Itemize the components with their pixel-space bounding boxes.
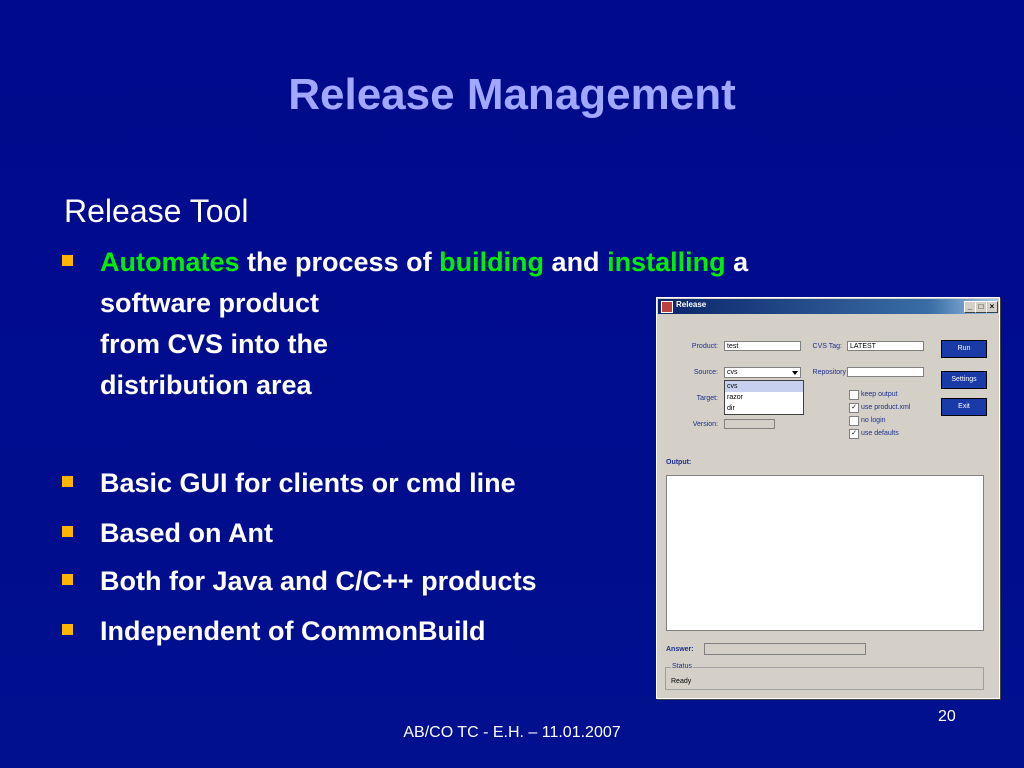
status-label: Status [671, 663, 693, 670]
bullet-mark [62, 255, 73, 266]
status-group: Status Ready [665, 663, 984, 690]
product-field[interactable]: test [724, 341, 801, 351]
repository-label: Repository [812, 369, 846, 376]
highlight-building: building [439, 247, 545, 277]
product-label: Product: [691, 343, 718, 350]
status-value: Ready [671, 678, 692, 685]
source-dropdown[interactable]: cvs razor dir [724, 380, 804, 415]
text-segment: and [544, 247, 608, 277]
footer: AB/CO TC - E.H. – 11.01.2007 [403, 724, 621, 741]
version-field[interactable] [724, 419, 775, 429]
highlight-automates: Automates [100, 247, 240, 277]
bullet-line-2: software product [100, 288, 320, 318]
keep-output-label: keep output [861, 391, 898, 398]
bullet-mark [62, 526, 73, 537]
version-label: Version: [692, 421, 718, 428]
target-label: Target: [696, 395, 718, 402]
bullet-text: Basic GUI for clients or cmd line [100, 468, 516, 498]
output-label: Output: [666, 459, 692, 466]
keep-output-checkbox[interactable] [849, 390, 859, 400]
bullet-mark [62, 624, 73, 635]
exit-button[interactable]: Exit [941, 398, 987, 416]
settings-button[interactable]: Settings [941, 371, 987, 389]
slide-title: Release Management [288, 70, 736, 119]
output-area[interactable] [666, 475, 984, 631]
cvs-tag-label: CVS Tag: [812, 343, 842, 350]
bullet-mark [62, 574, 73, 585]
source-select[interactable]: cvs [724, 367, 801, 378]
no-login-label: no login [861, 417, 886, 424]
source-label: Source: [693, 369, 718, 376]
app-icon [661, 301, 673, 313]
use-defaults-checkbox[interactable]: ✓ [849, 429, 859, 439]
source-option-dir[interactable]: dir [727, 405, 735, 412]
text-segment: the process of [239, 247, 440, 277]
highlight-installing: installing [607, 247, 726, 277]
bullet-text: Independent of CommonBuild [100, 616, 486, 646]
use-product-xml-checkbox[interactable]: ✓ [849, 403, 859, 413]
subheading: Release Tool [64, 193, 249, 229]
answer-label: Answer: [666, 646, 694, 653]
bullet-line-4: distribution area [100, 370, 312, 400]
run-button[interactable]: Run [941, 340, 987, 358]
text-segment: a [725, 247, 749, 277]
bullet-line-1: Automates the process of building and in… [100, 242, 748, 283]
no-login-checkbox[interactable] [849, 416, 859, 426]
use-defaults-label: use defaults [861, 430, 899, 437]
dialog-title: Release [676, 300, 707, 309]
dialog-titlebar[interactable]: Release _ □ × [658, 299, 998, 314]
bullet-text: Both for Java and C/C++ products [100, 566, 537, 596]
bullet-text: Based on Ant [100, 518, 274, 548]
repository-field[interactable] [847, 367, 924, 377]
close-button[interactable]: × [986, 301, 998, 313]
cvs-tag-field[interactable]: LATEST [847, 341, 924, 351]
bullet-mark [62, 476, 73, 487]
chevron-down-icon[interactable] [792, 371, 798, 375]
source-selected: cvs [727, 369, 738, 376]
answer-field[interactable] [704, 643, 866, 655]
bullet-line-3: from CVS into the [100, 329, 328, 359]
source-option-razor[interactable]: razor [727, 394, 743, 401]
source-option-cvs[interactable]: cvs [725, 381, 803, 392]
use-product-xml-label: use product.xml [861, 404, 911, 411]
page-number: 20 [938, 708, 956, 725]
maximize-button[interactable]: □ [975, 301, 987, 313]
